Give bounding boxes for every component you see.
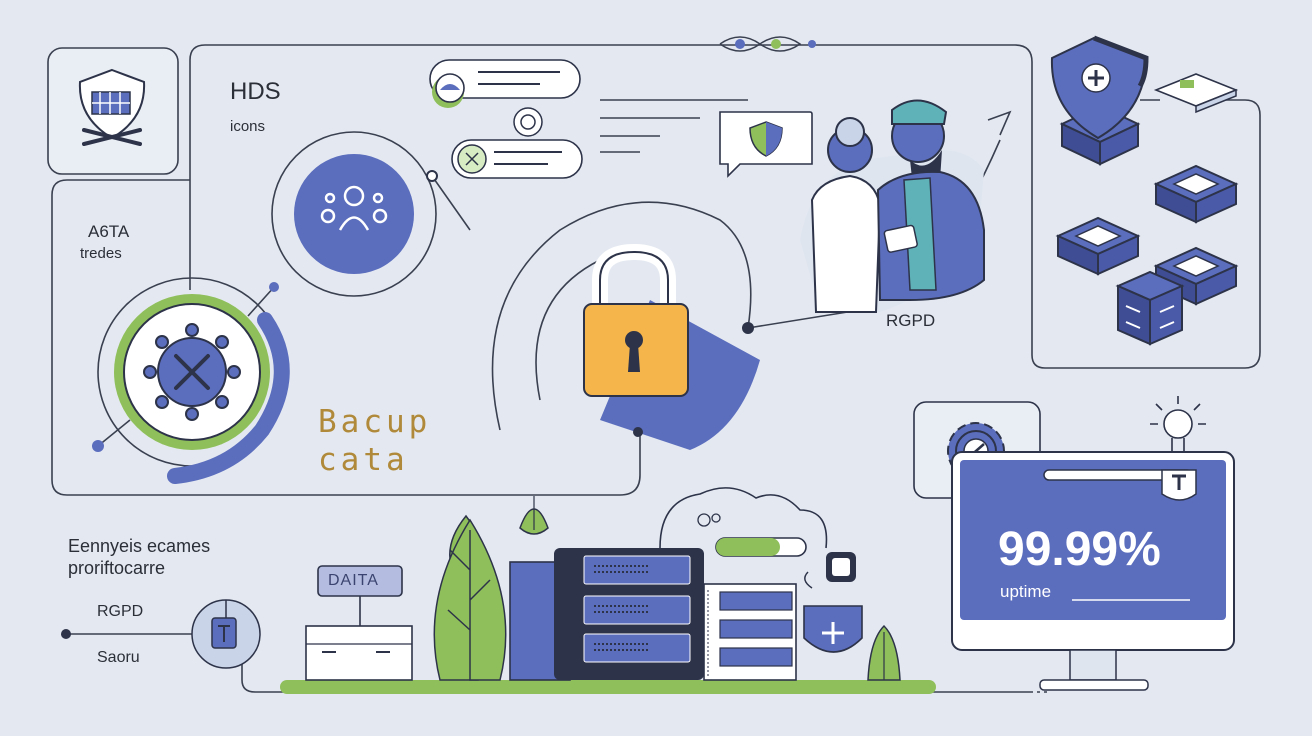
tree-icon xyxy=(433,496,901,681)
data-cabinet xyxy=(305,565,413,681)
chat-bubble-middle-icon xyxy=(513,107,543,137)
icons-label: icons xyxy=(230,118,266,135)
shield-cart-tile xyxy=(47,47,179,175)
server-tag-label: DAITA xyxy=(328,572,379,589)
ornament-decoration xyxy=(719,36,816,52)
shield-plus-icon xyxy=(1050,35,1149,140)
saoru-label: Saoru xyxy=(97,649,140,666)
tredes-label: tredes xyxy=(80,245,122,262)
hds-label: HDS xyxy=(230,78,281,105)
lock-circle xyxy=(491,201,760,450)
cloud-icon xyxy=(659,487,828,557)
doctors-illustration xyxy=(800,99,985,313)
chat-bubble-bottom xyxy=(451,139,583,179)
ennyers-label-line1: Eennyeis ecames xyxy=(68,536,211,556)
network-circle xyxy=(271,131,438,297)
server-rack-icon xyxy=(509,548,797,681)
shield-shopping-cart-icon xyxy=(78,68,146,146)
badge-left xyxy=(61,599,261,669)
shield-speech-bubble xyxy=(719,111,813,178)
shield-heart-chat-icon xyxy=(749,121,783,157)
medical-shield-icon xyxy=(803,552,863,653)
uptime-value: 99.99% xyxy=(998,523,1161,576)
a6ta-label: A6TA xyxy=(88,222,130,241)
backup-label-line2: cata xyxy=(318,442,409,478)
lightbulb-icon xyxy=(1150,396,1206,453)
isometric-shield-panel xyxy=(1050,35,1149,166)
virus-gear-icon xyxy=(143,323,241,421)
padlock-icon xyxy=(583,243,689,397)
ennyers-label-line2: proriftocarre xyxy=(68,558,166,578)
virus-gear-circle xyxy=(92,277,290,484)
rgpd-label-left: RGPD xyxy=(97,603,144,620)
uptime-monitor xyxy=(951,451,1235,691)
backup-label-line1: Bacup xyxy=(318,404,432,440)
isometric-card xyxy=(1153,73,1239,114)
ground-strip xyxy=(280,680,936,694)
network-people-icon xyxy=(320,185,388,231)
isometric-box-icon xyxy=(1055,164,1239,346)
cloud-speech-bubble-icon xyxy=(440,84,460,90)
uptime-label: uptime xyxy=(1000,582,1052,601)
chat-bubble-top xyxy=(429,59,581,108)
rgpd-label-right: RGPD xyxy=(886,311,936,330)
